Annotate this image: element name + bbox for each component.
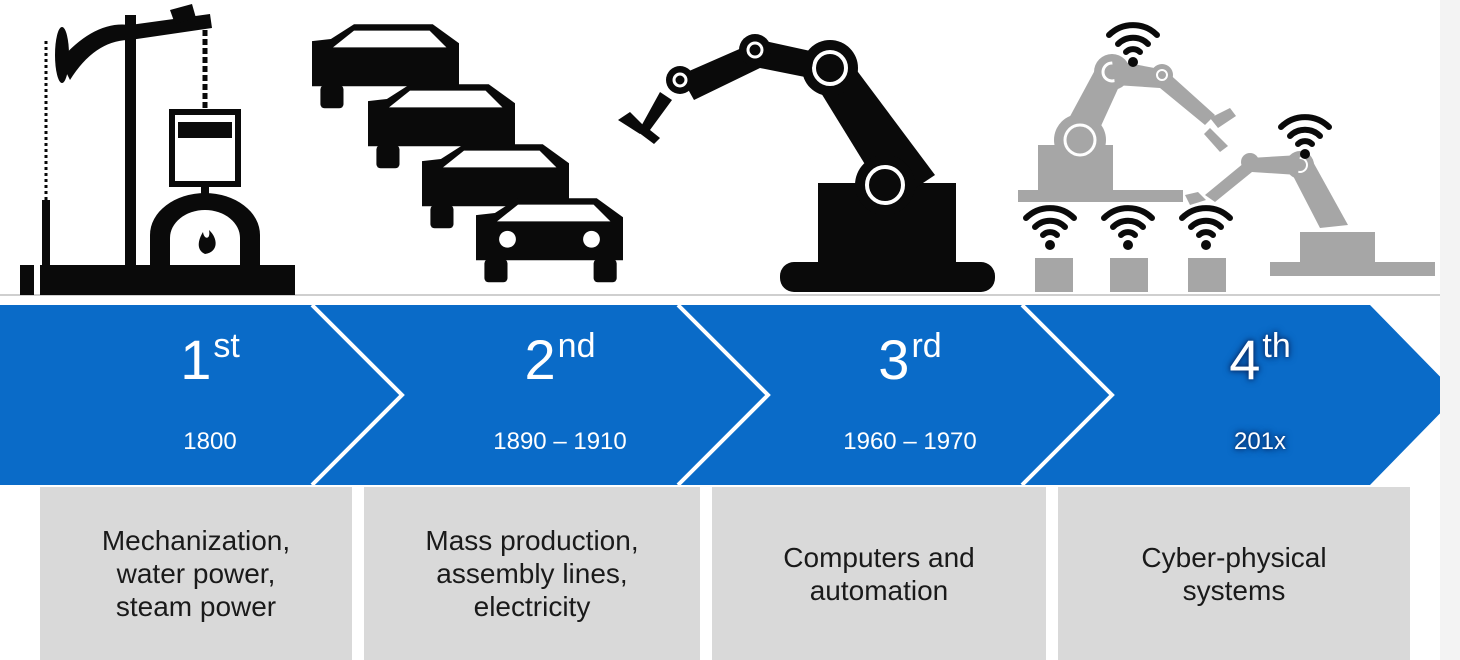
steam-engine-icon (20, 4, 295, 295)
page-edge-strip (1440, 0, 1460, 660)
era-3-ordinal: 3rd (878, 327, 942, 391)
era-1-description: Mechanization, water power, steam power (40, 487, 352, 660)
era-3-description: Computers and automation (712, 487, 1046, 660)
era-3-years: 1960 – 1970 (843, 428, 977, 455)
era-2-years: 1890 – 1910 (493, 428, 627, 455)
cars-icon (312, 24, 623, 283)
robot-arm-icon (618, 34, 995, 292)
era-2-description: Mass production, assembly lines, electri… (364, 487, 700, 660)
era-4-description: Cyber-physical systems (1058, 487, 1410, 660)
arrow-band (0, 305, 1458, 485)
chevron-divider-3 (1020, 305, 1115, 485)
illustrations (0, 4, 1440, 296)
timeline-arrow (0, 305, 1458, 485)
era-4-ordinal: 4th (1229, 327, 1291, 391)
era-4-years: 201x (1233, 428, 1287, 455)
era-1-ordinal: 1st (180, 327, 240, 391)
chevron-divider-1 (310, 305, 405, 485)
era-1-years: 1800 (183, 428, 237, 455)
era-2-ordinal: 2nd (524, 327, 596, 391)
iot-robots-icon (1018, 22, 1435, 292)
chevron-divider-2 (676, 305, 771, 485)
